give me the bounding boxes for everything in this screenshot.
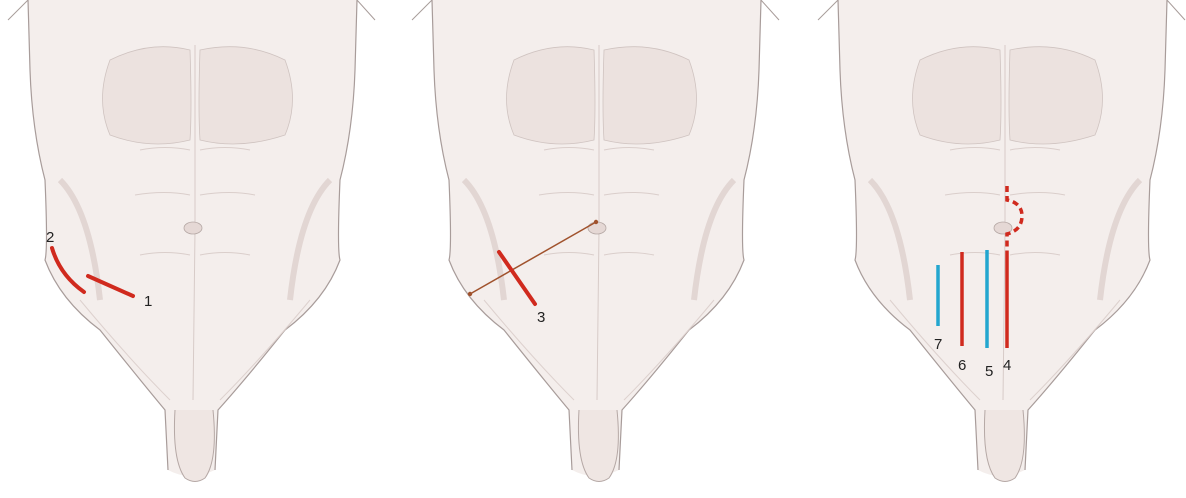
torso-diagram-2: 3 — [404, 0, 799, 498]
torso-diagram-3: 4 5 6 7 — [810, 0, 1186, 498]
iliac-spine-point — [468, 292, 472, 296]
label-3: 3 — [537, 309, 545, 326]
label-7: 7 — [934, 336, 942, 353]
label-4: 4 — [1003, 357, 1011, 374]
torso-outline — [8, 0, 375, 482]
label-5: 5 — [985, 363, 993, 380]
torso-diagram-1: 1 2 — [0, 0, 395, 498]
panel-lateral-incisions: 1 2 — [0, 0, 395, 498]
label-1: 1 — [144, 293, 152, 310]
umbilicus-point — [594, 220, 598, 224]
panel-oblique-incision: 3 — [404, 0, 799, 498]
panel-vertical-incisions: 4 5 6 7 — [810, 0, 1186, 498]
torso-outline — [412, 0, 779, 482]
torso-outline — [818, 0, 1185, 482]
label-2: 2 — [46, 229, 54, 246]
label-6: 6 — [958, 357, 966, 374]
